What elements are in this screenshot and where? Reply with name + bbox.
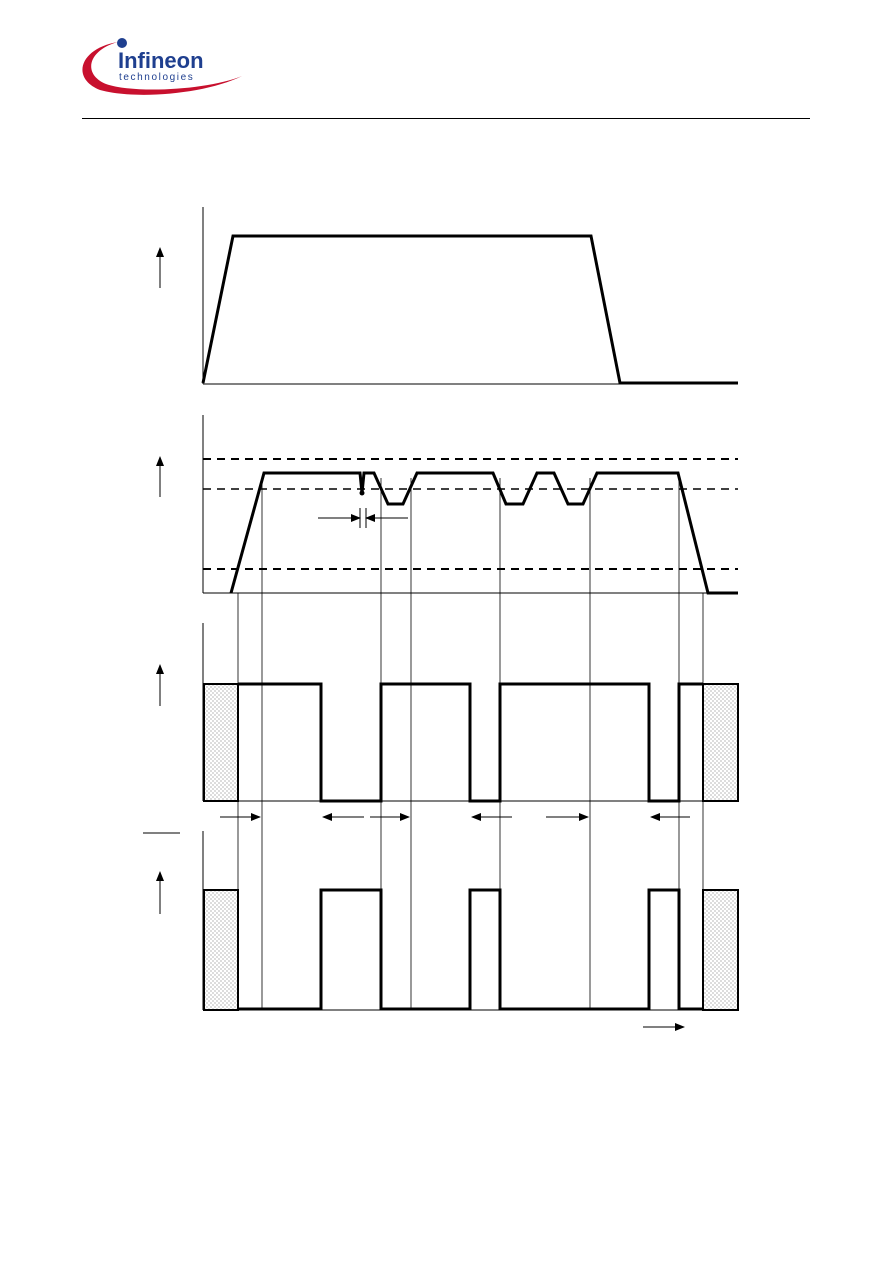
glitch-marker <box>359 490 365 496</box>
brand-name: Infineon <box>118 48 204 73</box>
panel-output-signal <box>156 623 739 803</box>
output-waveform <box>238 682 703 803</box>
panel-input-signal <box>156 415 738 595</box>
logo-graphic: Infineon technologies <box>82 38 243 95</box>
inverted-output-waveform <box>238 888 703 1011</box>
panel-supply-voltage <box>156 207 738 385</box>
undefined-region-right <box>702 889 739 1011</box>
undefined-region-left <box>203 683 239 802</box>
undefined-region-left <box>203 889 239 1011</box>
infineon-logo: Infineon technologies <box>76 34 246 98</box>
supply-waveform <box>201 234 738 385</box>
brand-tagline: technologies <box>119 72 194 83</box>
input-waveform <box>229 471 738 595</box>
header-divider <box>82 118 810 119</box>
panel-inverted-output <box>156 831 739 1011</box>
logo-dot <box>117 38 127 48</box>
undefined-region-right <box>702 683 739 802</box>
